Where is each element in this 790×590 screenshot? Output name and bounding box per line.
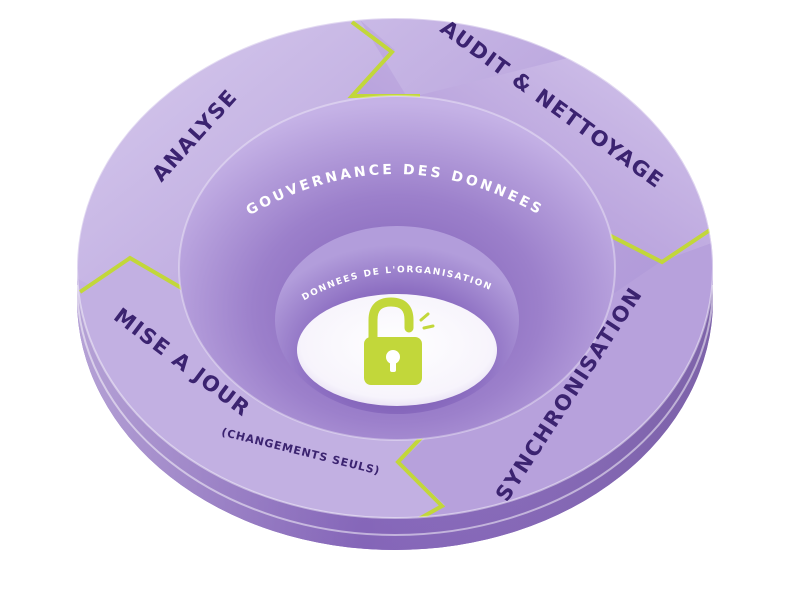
separator-top (347, 20, 420, 98)
separator-bottom (395, 421, 446, 518)
padlock-open-icon (364, 297, 435, 385)
separator-right (604, 224, 713, 265)
separator-left (78, 255, 187, 294)
